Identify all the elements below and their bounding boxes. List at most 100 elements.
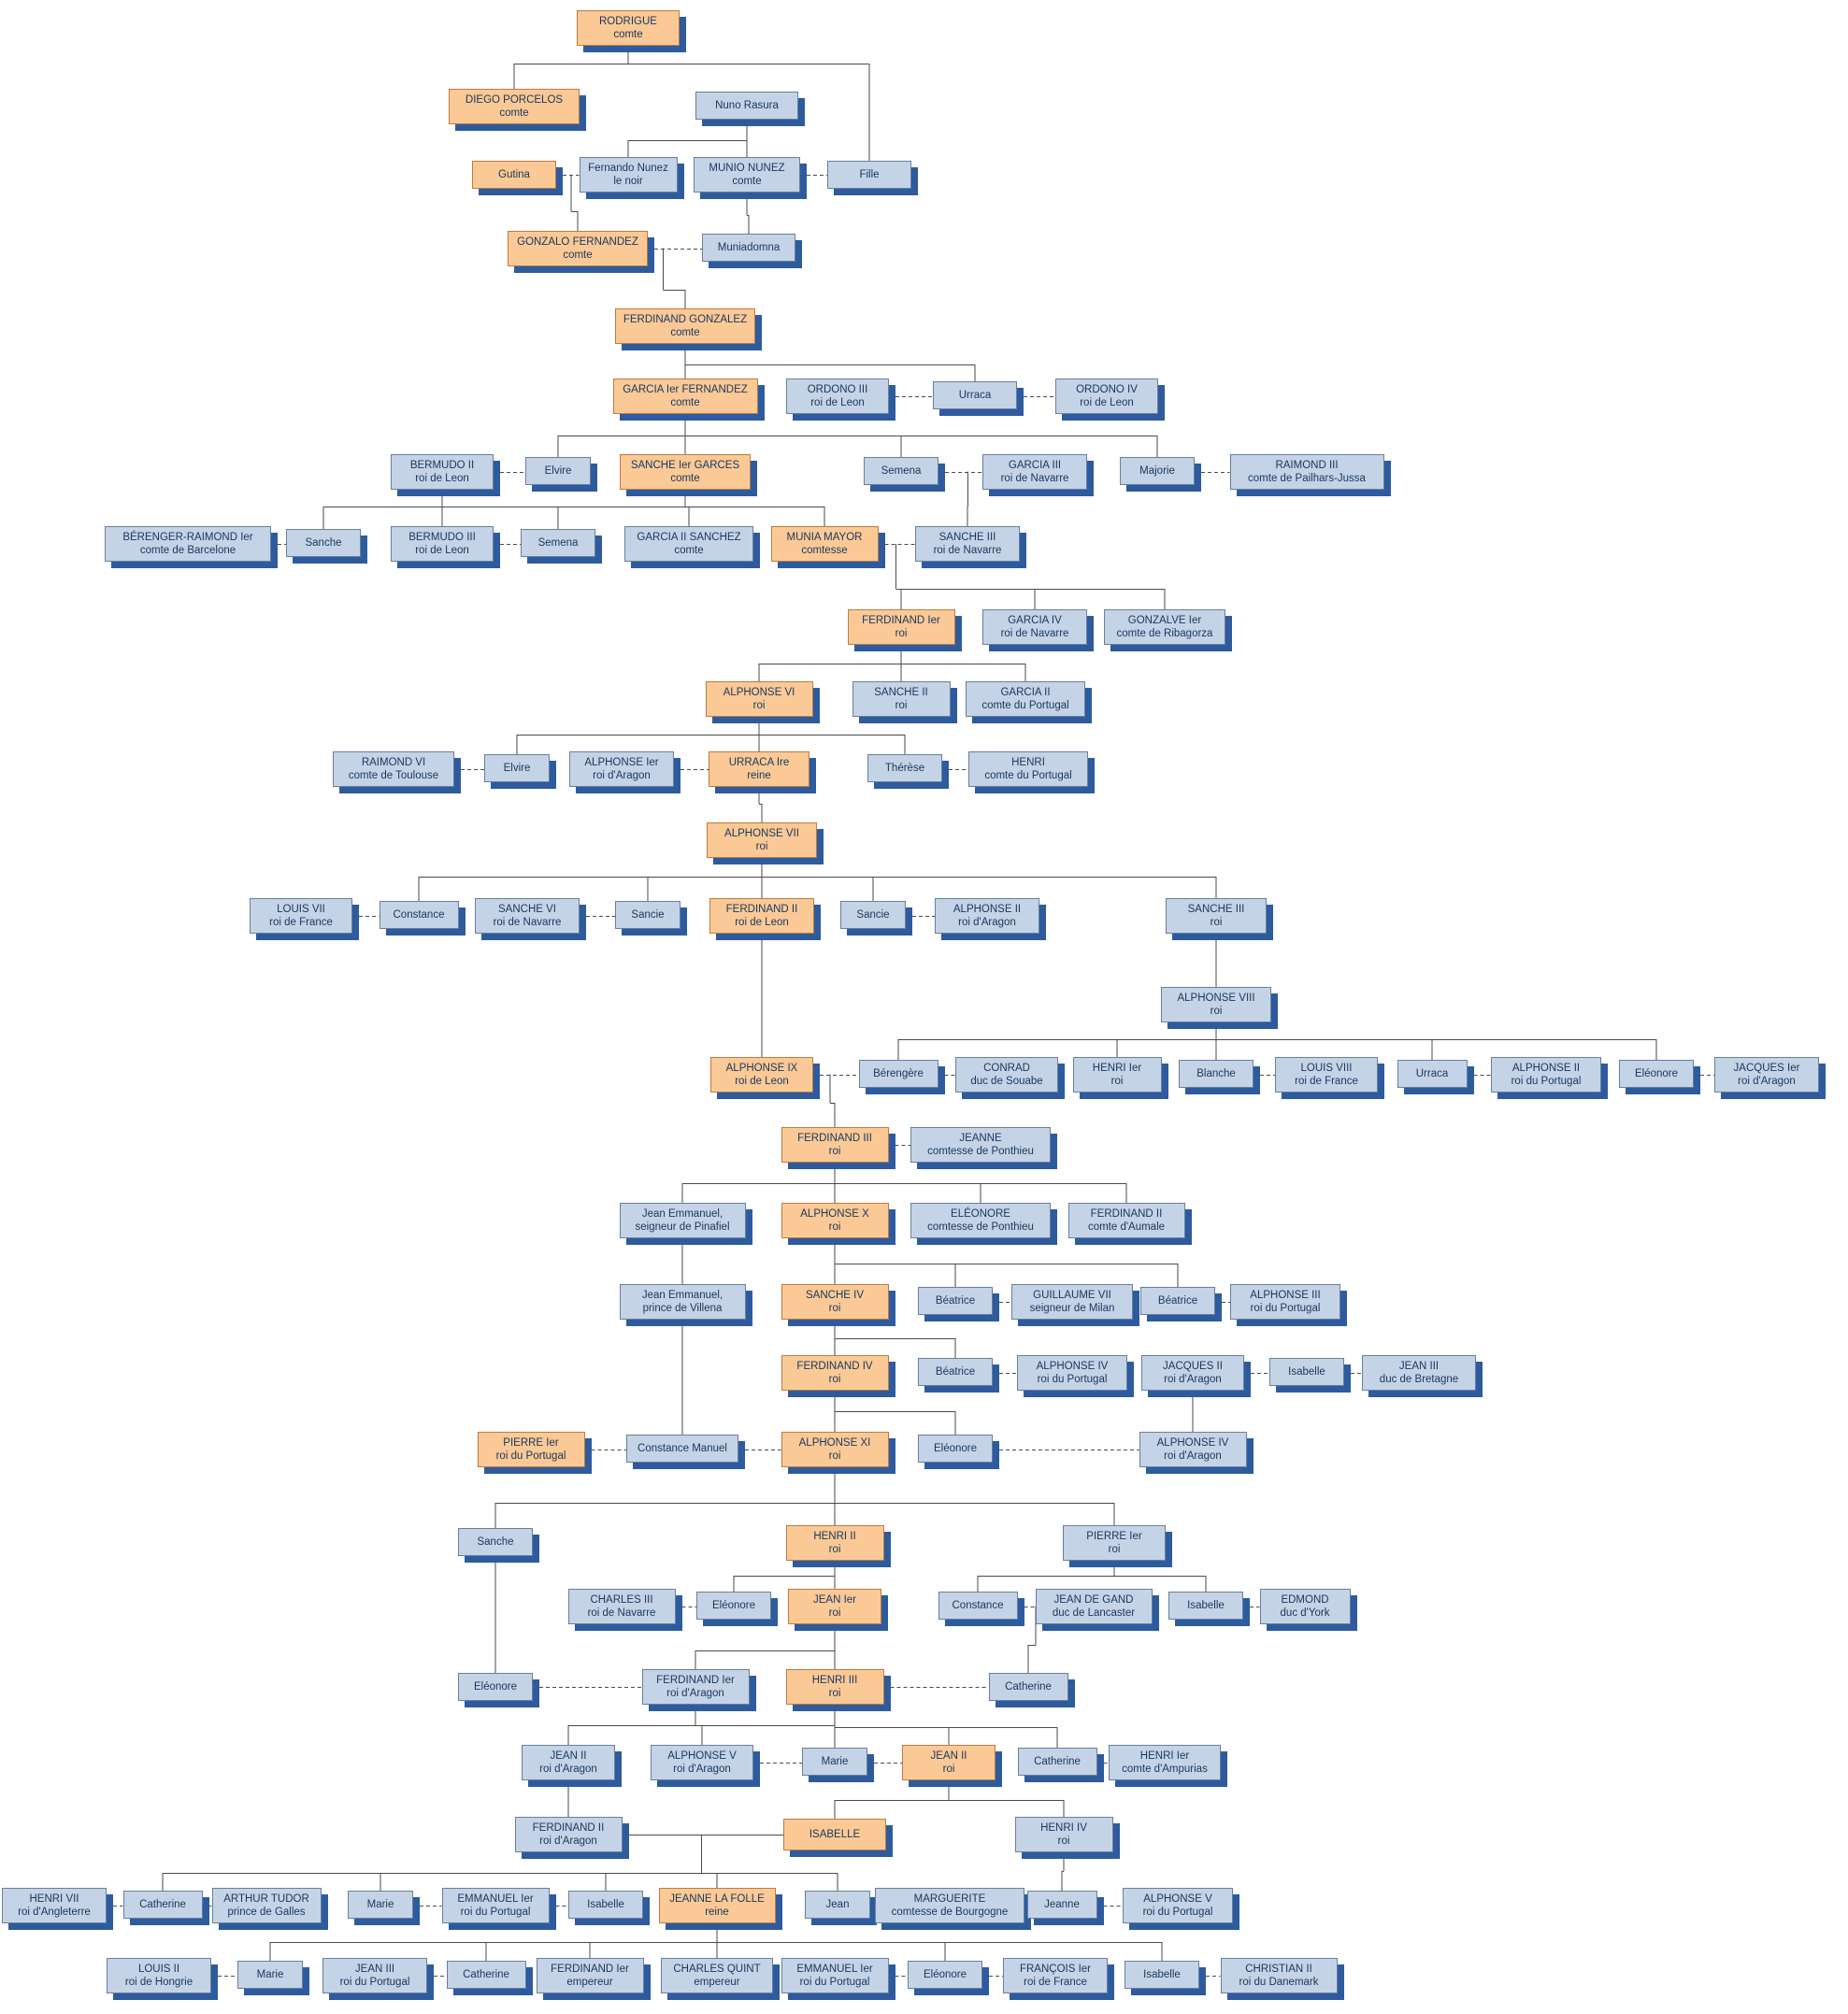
person-title: roi du Danemark (1239, 1977, 1319, 1988)
person-name: HENRI VII (29, 1893, 79, 1905)
person-name: Sancie (631, 909, 665, 921)
person-name: Marie (256, 1969, 284, 1980)
person-node-isabelle_r26: Isabelle (568, 1891, 643, 1919)
person-name: HENRI IV (1040, 1822, 1087, 1834)
person-title: roi de Navarre (1000, 473, 1069, 484)
person-name: MUNIA MAYOR (786, 532, 863, 543)
person-name: ALPHONSE XI (798, 1437, 871, 1449)
person-name: Marie (366, 1899, 394, 1910)
person-name: ALPHONSE IV (1036, 1361, 1109, 1372)
person-name: BERMUDO III (408, 532, 476, 543)
person-name: Isabelle (1288, 1366, 1325, 1378)
person-title: roi (1210, 917, 1223, 928)
person-name: EDMOND (1281, 1594, 1329, 1606)
person-node-beatrice_r18b: Béatrice (1140, 1287, 1215, 1315)
person-name: Urraca (958, 390, 992, 401)
person-name: ALPHONSE III (1250, 1290, 1321, 1301)
person-title: prince de Galles (227, 1907, 306, 1918)
person-node-nuno_rasura: Nuno Rasura (695, 92, 798, 120)
person-name: EMMANUEL Ier (796, 1964, 873, 1975)
person-node-jean_r26: Jean (805, 1891, 870, 1919)
person-name: ISABELLE (809, 1829, 861, 1840)
person-title: roi du Portugal (460, 1907, 531, 1918)
person-name: ALPHONSE V (667, 1750, 737, 1762)
person-title: reine (747, 770, 771, 781)
person-name: SANCHE VI (498, 904, 556, 915)
person-title: comtesse de Bourgogne (891, 1907, 1009, 1918)
person-title: roi (828, 1303, 841, 1314)
person-node-blanche: Blanche (1179, 1060, 1253, 1088)
person-title: roi (828, 1544, 841, 1555)
person-title: comte de Ribagorza (1116, 628, 1213, 639)
person-name: Semena (537, 537, 579, 549)
person-name: LOUIS II (137, 1964, 180, 1975)
person-name: DIEGO PORCELOS (465, 94, 564, 106)
person-name: JACQUES Ier (1733, 1063, 1800, 1074)
person-name: CHARLES III (590, 1594, 653, 1606)
person-node-jacques1_aragon: JACQUES Ier roi d'Aragon (1714, 1057, 1819, 1093)
person-name: GONZALVE Ier (1127, 615, 1202, 626)
person-node-beatrice_r19: Béatrice (918, 1358, 993, 1386)
person-name: Jeanne (1044, 1899, 1080, 1910)
person-name: Béatrice (1157, 1295, 1198, 1307)
person-node-berengere: Bérengère (858, 1060, 938, 1088)
person-name: URRACA Ire (728, 757, 790, 768)
person-name: GUILLAUME VII (1033, 1290, 1111, 1301)
person-node-fille: Fille (827, 161, 911, 189)
person-name: GARCIA III (1008, 460, 1062, 471)
person-title: comte (670, 397, 700, 408)
person-name: MUNIO NUNEZ (709, 163, 785, 174)
person-name: Eléonore (933, 1443, 978, 1454)
person-name: HENRI III (811, 1675, 858, 1686)
person-title: roi du Portugal (1142, 1907, 1213, 1918)
person-node-jean_emmanuel_villena: Jean Emmanuel,prince de Villena (619, 1284, 746, 1320)
person-name: Isabelle (1187, 1600, 1225, 1611)
person-title: roi (755, 841, 768, 852)
person-name: Marie (821, 1756, 849, 1767)
person-node-urraca_r6: Urraca (933, 381, 1017, 409)
person-title: le noir (613, 176, 643, 187)
person-title: comte de Pailhars-Jussa (1248, 473, 1366, 484)
person-name: SANCHE III (938, 532, 996, 543)
person-title: duc d'York (1280, 1607, 1330, 1619)
person-title: roi (1057, 1835, 1070, 1847)
person-node-sancie_r13b: Sancie (840, 901, 906, 929)
person-title: roi (1110, 1076, 1124, 1087)
person-title: roi d'Aragon (1738, 1076, 1796, 1087)
person-name: PIERRE Ier (1086, 1531, 1142, 1542)
person-title: roi (752, 700, 766, 711)
person-title: comte (732, 176, 762, 187)
person-name: MARGUERITE (913, 1893, 986, 1905)
person-name: FERDINAND II (1090, 1208, 1163, 1220)
person-title: roi (828, 1146, 841, 1157)
person-title: comte du Portugal (981, 700, 1069, 711)
person-name: LOUIS VII (277, 904, 325, 915)
person-name: JEANNE LA FOLLE (669, 1893, 765, 1905)
person-name: GARCIA Ier FERNANDEZ (623, 384, 748, 395)
person-title: roi (942, 1764, 955, 1775)
person-title: duc de Souabe (970, 1076, 1043, 1087)
person-name: Eléonore (473, 1681, 518, 1693)
person-node-eleonore_r27: Eléonore (908, 1961, 982, 1989)
person-name: FERDINAND II (725, 904, 798, 915)
